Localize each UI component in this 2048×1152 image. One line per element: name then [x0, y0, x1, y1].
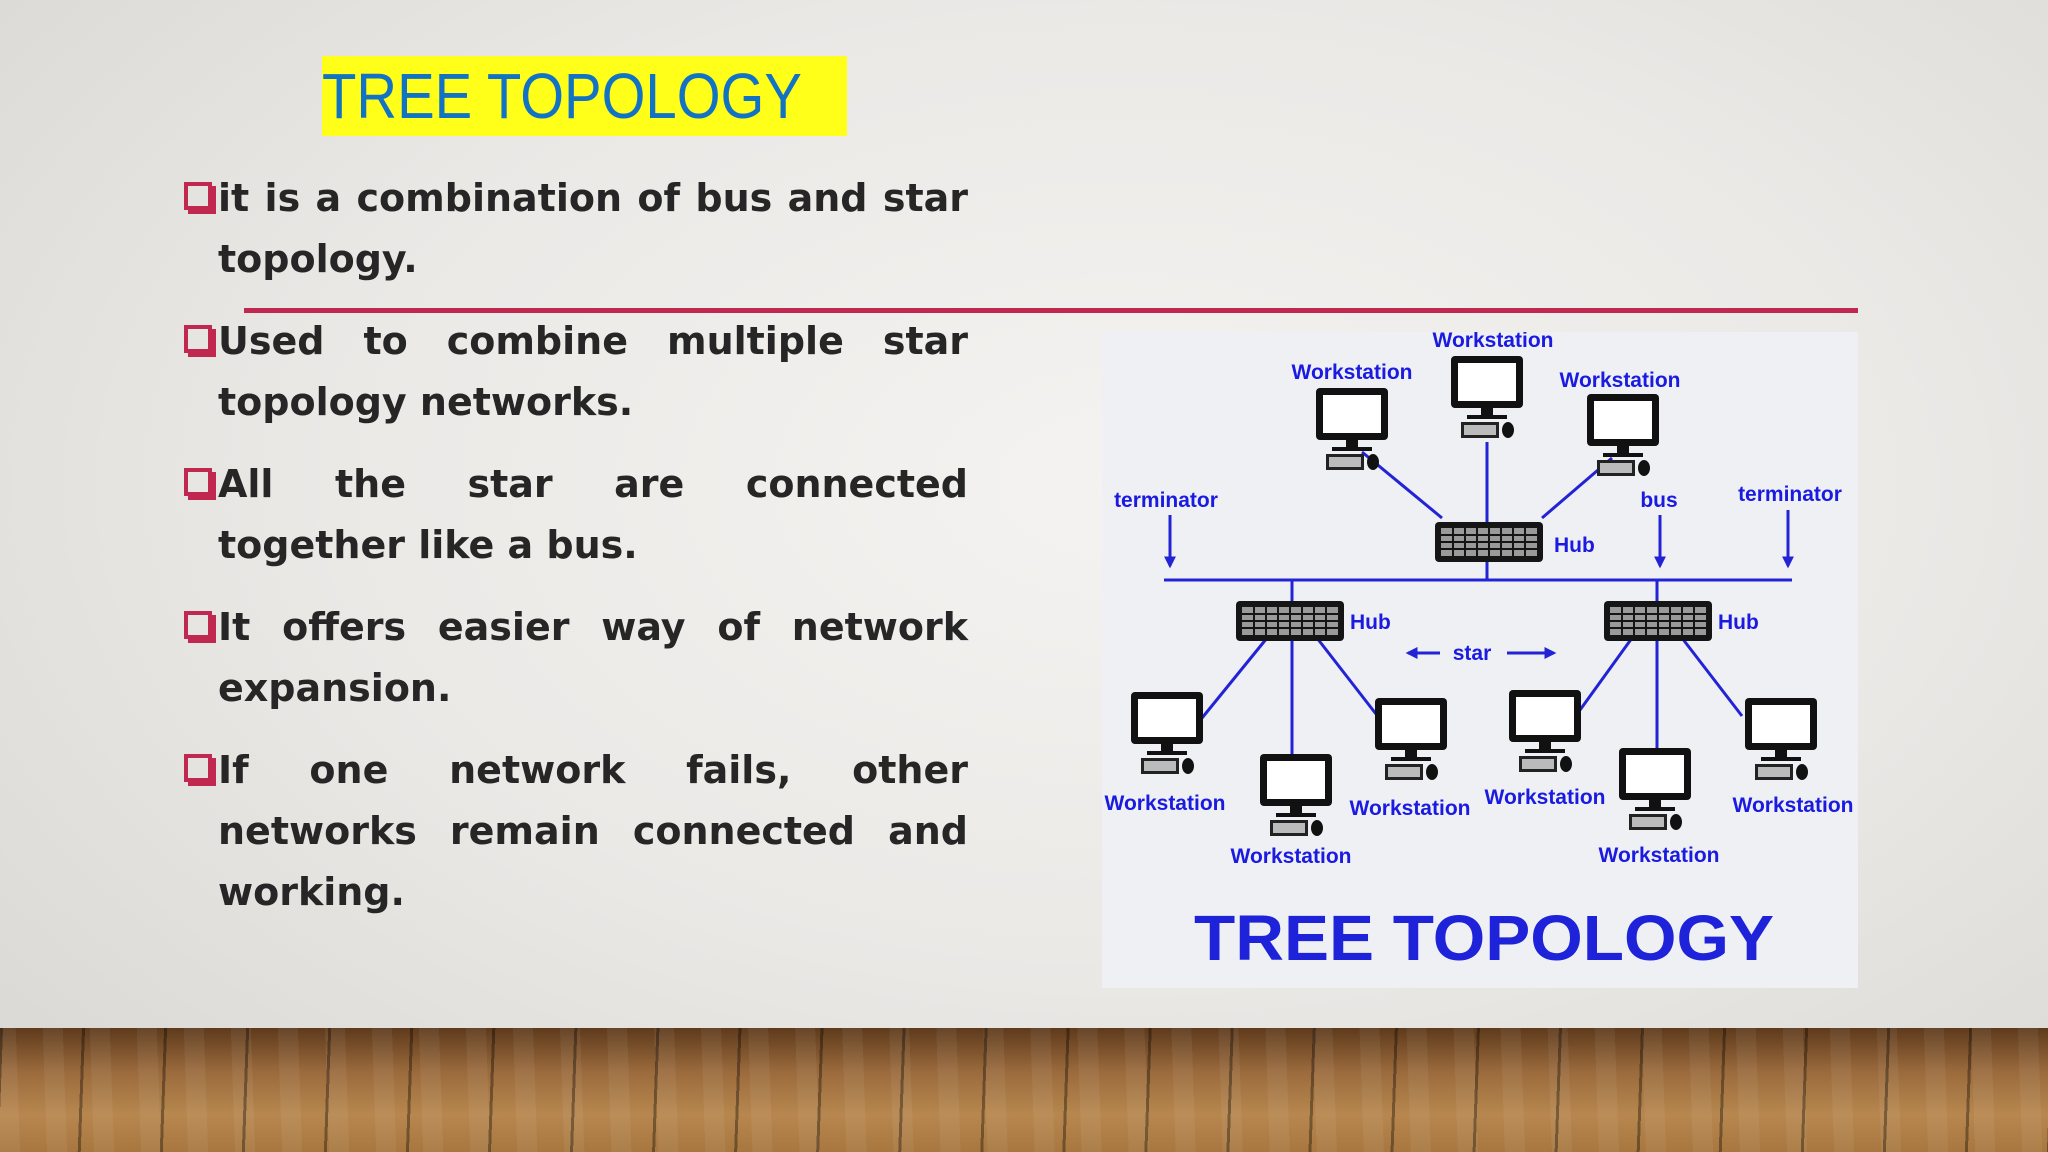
hub-label: Hub: [1554, 534, 1595, 557]
workstation-label: Workstation: [1350, 797, 1471, 820]
workstation-label: Workstation: [1433, 332, 1554, 352]
bullet-item: It offers easier way of network expansio…: [180, 597, 968, 719]
checkbox-bullet-icon: [184, 182, 212, 210]
tree-topology-diagram: Workstation Workstation Workstation term…: [1102, 332, 1858, 988]
hub-label: Hub: [1718, 611, 1759, 634]
workstation-icon: [1587, 394, 1659, 476]
checkbox-bullet-icon: [184, 754, 212, 782]
bullet-item: All the star are connected together like…: [180, 454, 968, 576]
checkbox-bullet-icon: [184, 325, 212, 353]
bullet-item: it is a combination of bus and star topo…: [180, 168, 968, 290]
workstation-label: Workstation: [1599, 844, 1720, 867]
checkbox-bullet-icon: [184, 468, 212, 496]
workstation-label: Workstation: [1733, 794, 1854, 817]
divider-line: [244, 308, 1858, 313]
workstation-label: Workstation: [1231, 845, 1352, 868]
hub-icon: [1434, 521, 1544, 563]
hub-icon: [1235, 600, 1345, 642]
bullet-item: If one network fails, other networks rem…: [180, 740, 968, 923]
workstation-icon: [1745, 698, 1817, 780]
hub-icon: [1603, 600, 1713, 642]
workstation-icon: [1316, 388, 1388, 470]
slide-title: TREE TOPOLOGY: [322, 56, 847, 136]
workstation-icon: [1509, 690, 1581, 772]
workstation-label: Workstation: [1560, 369, 1681, 392]
workstation-icon: [1451, 356, 1523, 438]
workstation-icon: [1260, 754, 1332, 836]
checkbox-bullet-icon: [184, 611, 212, 639]
workstation-label: Workstation: [1485, 786, 1606, 809]
bullet-item: Used to combine multiple star topology n…: [180, 311, 968, 433]
star-label: star: [1453, 642, 1492, 665]
terminator-label: terminator: [1114, 489, 1218, 512]
workstation-label: Workstation: [1105, 792, 1226, 815]
workstation-icon: [1619, 748, 1691, 830]
wood-floor-background: [0, 1028, 2048, 1152]
bus-label: bus: [1640, 489, 1677, 512]
hub-label: Hub: [1350, 611, 1391, 634]
workstation-icon: [1131, 692, 1203, 774]
bullet-list: it is a combination of bus and star topo…: [180, 168, 968, 944]
terminator-label: terminator: [1738, 483, 1842, 506]
workstation-label: Workstation: [1292, 361, 1413, 384]
diagram-canvas: Workstation Workstation Workstation term…: [1105, 332, 1854, 974]
diagram-caption: TREE TOPOLOGY: [1194, 902, 1774, 974]
workstation-icon: [1375, 698, 1447, 780]
